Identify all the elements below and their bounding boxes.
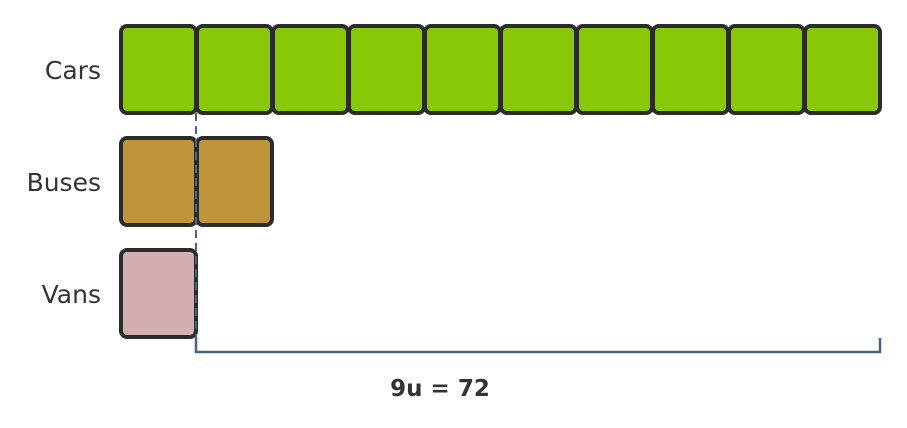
row-label-buses: Buses	[26, 168, 101, 197]
vans-unit-box	[119, 248, 198, 339]
row-label-cars: Cars	[44, 56, 101, 85]
cars-unit-box	[651, 24, 730, 115]
cars-unit-box	[499, 24, 578, 115]
cars-unit-box	[195, 24, 274, 115]
buses-unit-box	[195, 136, 274, 227]
cars-unit-box	[575, 24, 654, 115]
cars-unit-box	[803, 24, 882, 115]
cars-unit-box	[727, 24, 806, 115]
bracket	[194, 338, 882, 354]
row-label-vans: Vans	[41, 280, 101, 309]
cars-unit-box	[347, 24, 426, 115]
bracket-label: 9u = 72	[390, 376, 490, 402]
buses-unit-box	[119, 136, 198, 227]
cars-unit-box	[423, 24, 502, 115]
cars-unit-box	[119, 24, 198, 115]
cars-unit-box	[271, 24, 350, 115]
